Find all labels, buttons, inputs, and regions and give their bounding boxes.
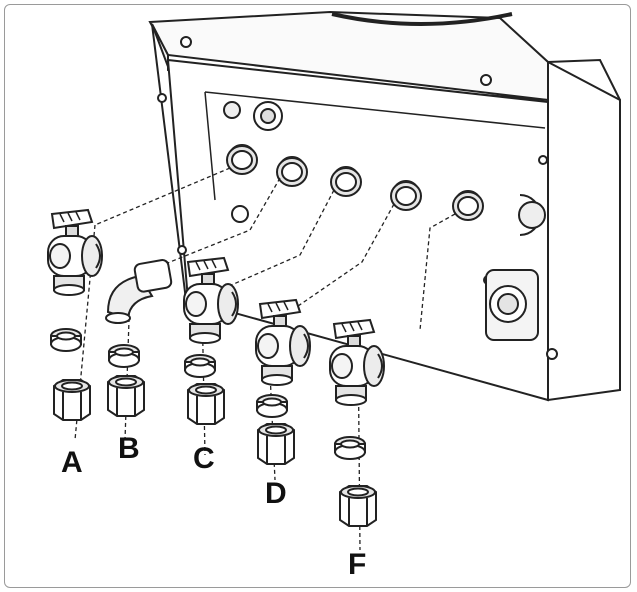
label-c: C — [193, 442, 215, 475]
washer-d — [256, 394, 288, 418]
nut-b — [107, 375, 145, 417]
connection-f — [329, 319, 385, 527]
nut-d — [257, 423, 295, 465]
washer-a — [50, 328, 82, 352]
valve-a — [47, 209, 103, 296]
label-a: A — [61, 446, 83, 479]
washer-f — [334, 436, 366, 460]
washer-b — [108, 344, 140, 368]
nut-f — [339, 485, 377, 527]
nut-c — [187, 383, 225, 425]
port-f — [452, 189, 484, 221]
connection-a — [47, 209, 103, 421]
nut-a — [53, 379, 91, 421]
washer-c — [184, 354, 216, 378]
label-f: F — [348, 548, 366, 581]
label-d: D — [265, 477, 287, 510]
port-b — [276, 155, 308, 187]
port-c — [330, 165, 362, 197]
port-d — [390, 179, 422, 211]
port-a — [226, 143, 258, 175]
label-b: B — [118, 432, 140, 465]
connection-b — [105, 259, 173, 417]
boiler-casing — [148, 10, 621, 402]
